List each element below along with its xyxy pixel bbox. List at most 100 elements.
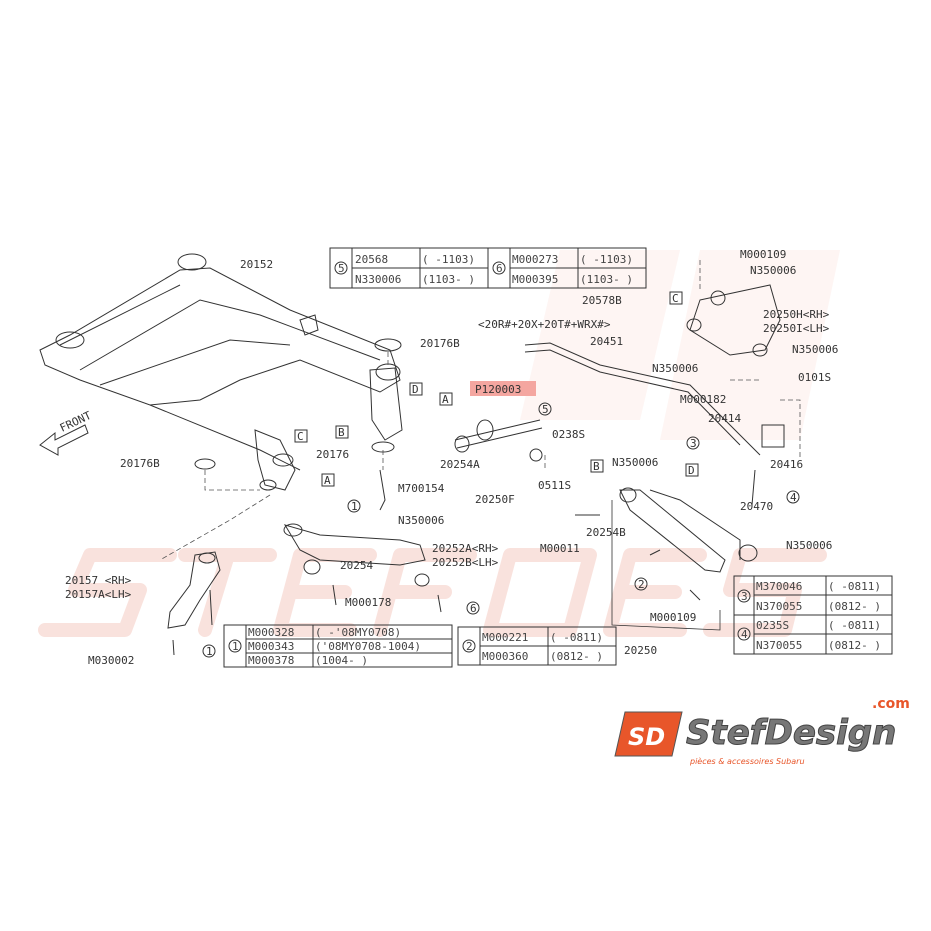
logo-mark-text: SD [628, 723, 665, 751]
table-cell: N370055 [756, 600, 802, 613]
part-label[interactable]: M000178 [345, 596, 391, 609]
circled-number: 1 [206, 645, 213, 658]
circled-number: 4 [790, 491, 797, 504]
part-label[interactable]: 20252A<RH> [432, 542, 499, 555]
part-label[interactable]: 20414 [708, 412, 741, 425]
part-label[interactable]: 20470 [740, 500, 773, 513]
table-cell: M000273 [512, 253, 558, 266]
watermark-mark [520, 250, 840, 440]
reference-letters: A C B D A C B D [294, 291, 699, 487]
logo-tld: .com [872, 696, 910, 712]
front-arrow-icon [39, 424, 89, 456]
table-cell: M000360 [482, 650, 528, 663]
part-label[interactable]: 20176B [420, 337, 460, 350]
part-label[interactable]: 20254 [340, 559, 373, 572]
table-cell: 0235S [756, 619, 789, 632]
watermark-letter-e [273, 548, 377, 637]
watermark-letter-s2 [703, 548, 827, 637]
table-cell: M000343 [248, 640, 294, 653]
part-label[interactable]: N350006 [792, 343, 838, 356]
table-cell: (0812- ) [550, 650, 603, 663]
part-label[interactable]: 20157 <RH> [65, 574, 132, 587]
ref-letter: C [672, 292, 679, 305]
ref-letter: D [688, 464, 695, 477]
circled-number: 6 [470, 602, 477, 615]
circled-number: 3 [741, 590, 748, 603]
table-cell: N370055 [756, 639, 802, 652]
table-cell: (1004- ) [315, 654, 368, 667]
highlighted-part-label[interactable]: P120003 [475, 383, 521, 396]
table-3-4: 3 M370046 ( -0811) N370055 (0812- ) 4 02… [733, 575, 893, 655]
part-label[interactable]: M000109 [740, 248, 786, 261]
part-label[interactable]: N350006 [612, 456, 658, 469]
part-label[interactable]: M000182 [680, 393, 726, 406]
variant-note: <20R#+20X+20T#+WRX#> [478, 318, 611, 331]
part-label[interactable]: M030002 [88, 654, 134, 667]
part-label[interactable]: 20578B [582, 294, 622, 307]
circled-number: 2 [638, 578, 645, 591]
part-label[interactable]: M000109 [650, 611, 696, 624]
watermark-letter-e2 [603, 548, 707, 637]
circled-number: 1 [351, 500, 358, 513]
table-cell: M000328 [248, 626, 294, 639]
table-cell: (0812- ) [828, 639, 881, 652]
lower-link-drawing [283, 523, 442, 613]
ref-letter: C [297, 430, 304, 443]
circled-number: 3 [690, 437, 697, 450]
ref-letter: A [442, 393, 449, 406]
part-label[interactable]: 20254B [586, 526, 626, 539]
table-cell: M370046 [756, 580, 802, 593]
part-label[interactable]: N350006 [786, 539, 832, 552]
part-label[interactable]: 20252B<LH> [432, 556, 499, 569]
suspension-links-drawing [454, 260, 801, 631]
front-arrow: FRONT [39, 409, 94, 456]
part-label[interactable]: 0238S [552, 428, 585, 441]
ref-letter: D [412, 383, 419, 396]
table-5-6: 5 20568 ( -1103) N330006 (1103- ) 6 M000… [329, 247, 647, 289]
part-label[interactable]: 20250F [475, 493, 515, 506]
table-cell: ( -1103) [580, 253, 633, 266]
circled-number: 4 [741, 628, 748, 641]
table-1: 1 M000328 ( -'08MY0708) M000343 ('08MY07… [223, 624, 453, 668]
table-cell: ( -0811) [828, 580, 881, 593]
part-labels: 20152 20176B 20176B 20176 M700154 N35000… [65, 248, 838, 667]
circled-numbers: 1 5 3 4 2 6 1 [202, 402, 800, 658]
ref-letter: A [324, 474, 331, 487]
table-cell: (1103- ) [580, 273, 633, 286]
logo-mark [614, 711, 683, 757]
part-label[interactable]: 20157A<LH> [65, 588, 132, 601]
part-label[interactable]: M00011 [540, 542, 580, 555]
part-label[interactable]: 20250I<LH> [763, 322, 830, 335]
part-label[interactable]: 0511S [538, 479, 571, 492]
table-cell: ( -0811) [828, 619, 881, 632]
part-label[interactable]: 20250 [624, 644, 657, 657]
table-cell: N330006 [355, 273, 401, 286]
table-cell: 20568 [355, 253, 388, 266]
circled-number: 5 [542, 403, 549, 416]
part-label[interactable]: 20250H<RH> [763, 308, 830, 321]
part-label[interactable]: 20416 [770, 458, 803, 471]
part-label[interactable]: N350006 [750, 264, 796, 277]
table-cell: (1103- ) [422, 273, 475, 286]
table-cell: (0812- ) [828, 600, 881, 613]
table-2: 2 M000221 ( -0811) M000360 (0812- ) [457, 626, 617, 666]
watermark-letter-t [178, 548, 277, 637]
table-cell: ( -'08MY0708) [315, 626, 401, 639]
part-label[interactable]: N350006 [652, 362, 698, 375]
part-label[interactable]: 20451 [590, 335, 623, 348]
table-cell: ( -1103) [422, 253, 475, 266]
watermark [38, 250, 840, 637]
subframe-drawing [39, 253, 403, 561]
ref-letter: B [338, 426, 345, 439]
watermark-letter-f [373, 548, 477, 637]
part-label[interactable]: M700154 [398, 482, 445, 495]
front-label: FRONT [58, 409, 94, 435]
watermark-letter-d [483, 548, 597, 637]
part-label[interactable]: 20176B [120, 457, 160, 470]
circled-number: 2 [466, 640, 473, 653]
part-label[interactable]: 20254A [440, 458, 480, 471]
part-label[interactable]: 0101S [798, 371, 831, 384]
part-label[interactable]: 20152 [240, 258, 273, 271]
part-label[interactable]: 20176 [316, 448, 349, 461]
part-label[interactable]: N350006 [398, 514, 444, 527]
